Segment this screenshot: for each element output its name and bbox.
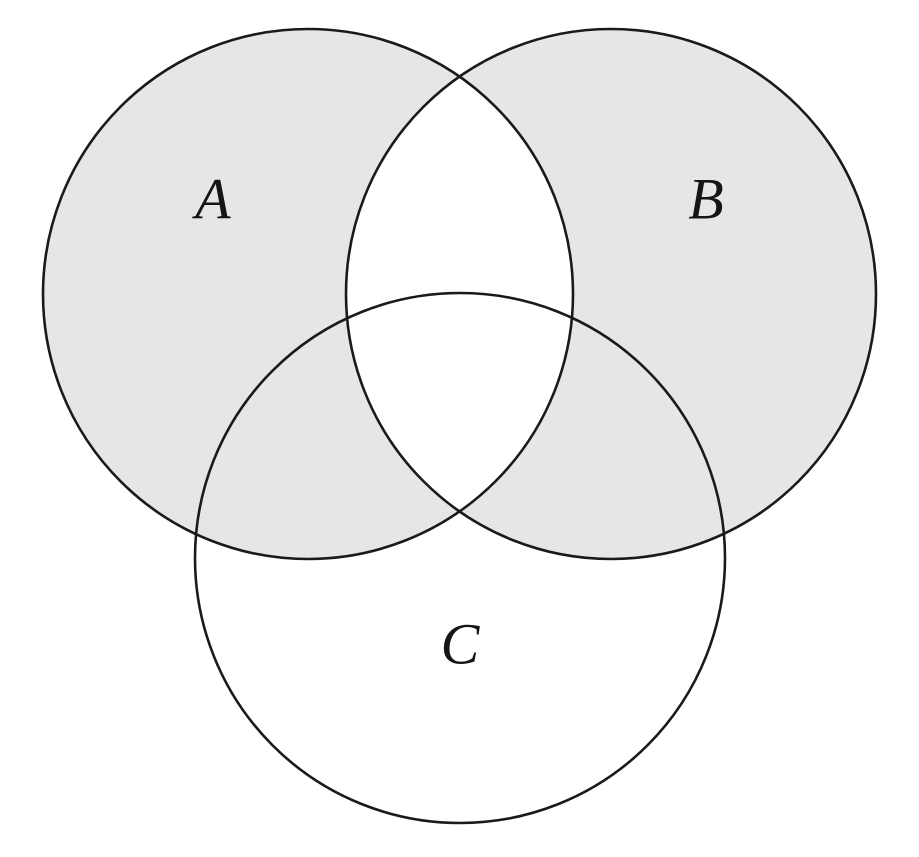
circle-c-outline [193, 291, 727, 825]
set-label-a: A [191, 166, 231, 231]
circle-b-outline [344, 27, 878, 561]
set-label-c: C [441, 611, 481, 676]
set-labels: A B C [191, 166, 723, 676]
set-label-b: B [688, 166, 723, 231]
circle-outlines [41, 27, 878, 825]
circle-a-outline [41, 27, 575, 561]
